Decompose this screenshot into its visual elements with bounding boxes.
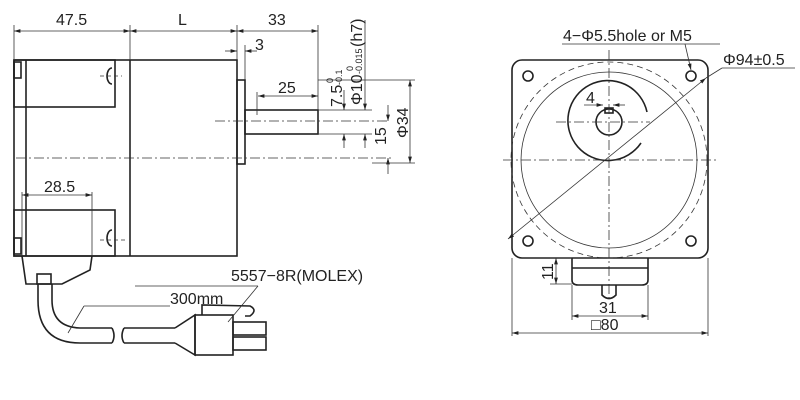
dim-box-width: 28.5 — [44, 179, 75, 196]
svg-text:0: 0 — [345, 66, 355, 71]
dim-shaft-offset: 15 — [373, 127, 390, 145]
dim-pilot-diameter: Φ34 — [395, 107, 412, 138]
molex-connector — [194, 314, 234, 356]
cable-length-label: 300mm — [170, 291, 223, 308]
side-view: 47.5 L 33 3 25 7.5 0 -0.1 Φ10 0 -0.015 (… — [13, 12, 415, 357]
pcd-label: Φ94±0.5 — [723, 52, 785, 69]
rear-cover-top — [13, 59, 116, 108]
dim-flange-thickness: 3 — [255, 37, 264, 54]
svg-text:Φ10: Φ10 — [349, 74, 366, 105]
dim-shaft-diameter: Φ10 0 -0.015 (h7) — [345, 19, 366, 105]
dim-key-depth: 7.5 0 -0.1 — [325, 69, 346, 107]
dim-body-length: L — [178, 12, 187, 29]
flange — [236, 79, 246, 165]
dim-shaft-length: 33 — [268, 12, 286, 29]
mounting-holes — [522, 70, 697, 247]
output-shaft — [244, 109, 319, 135]
svg-text:-0.1: -0.1 — [334, 69, 344, 85]
connector-boot — [174, 313, 196, 357]
cable-gland — [21, 255, 93, 285]
dim-key-width: 4 — [586, 90, 595, 107]
dim-box-height: 11 — [540, 263, 557, 280]
rear-cover-bottom — [13, 209, 116, 257]
dim-key-length: 25 — [278, 80, 296, 97]
svg-text:7.5: 7.5 — [329, 85, 346, 107]
svg-text:(h7): (h7) — [349, 19, 366, 47]
svg-text:-0.015: -0.015 — [354, 48, 364, 74]
dim-rear-length: 47.5 — [56, 12, 87, 29]
dim-box-width-front: 31 — [599, 300, 617, 317]
square-flange — [511, 59, 709, 259]
dim-square-size: □80 — [591, 317, 619, 334]
gear-boss-arc — [567, 79, 648, 162]
cable — [37, 284, 112, 344]
terminal-box — [571, 258, 649, 286]
svg-text:0: 0 — [325, 78, 335, 83]
connector-label: 5557−8R(MOLEX) — [231, 268, 363, 285]
hole-label: 4−Φ5.5hole or M5 — [563, 28, 692, 45]
front-view: Φ94±0.5 4−Φ5.5hole or M5 4 11 31 □80 — [503, 28, 795, 336]
